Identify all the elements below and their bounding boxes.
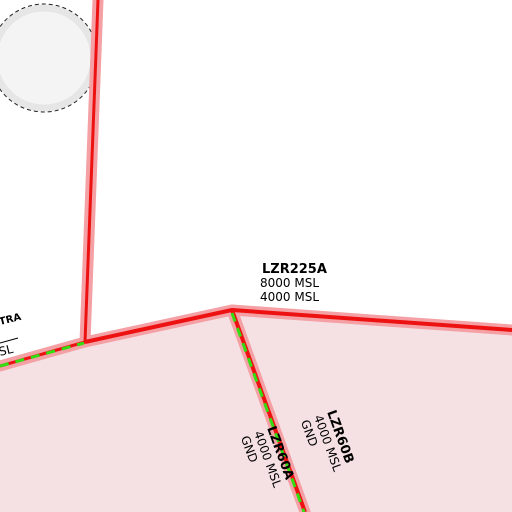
label-lzr60b: LZR60B 4000 MSL GND — [298, 408, 357, 473]
label-lzr225a: LZR225A 8000 MSL 4000 MSL — [260, 262, 327, 304]
airspace-name-partial: TRA — [0, 312, 23, 328]
airspace-name: LZR225A — [262, 262, 327, 277]
restricted-area-lzr60b-fill — [232, 310, 512, 512]
shared-borders — [0, 312, 306, 512]
boundary-left-segment — [0, 340, 86, 368]
circle-feature — [0, 3, 99, 113]
label-left-partial: TRA SL — [0, 312, 23, 359]
airspace-lower-limit: 4000 MSL — [260, 290, 319, 304]
airspace-upper-limit: 8000 MSL — [260, 276, 319, 290]
airspace-limit-partial: SL — [0, 342, 15, 359]
restricted-area-lzr60a-fill — [0, 310, 305, 512]
boundary-vertical — [83, 0, 100, 343]
